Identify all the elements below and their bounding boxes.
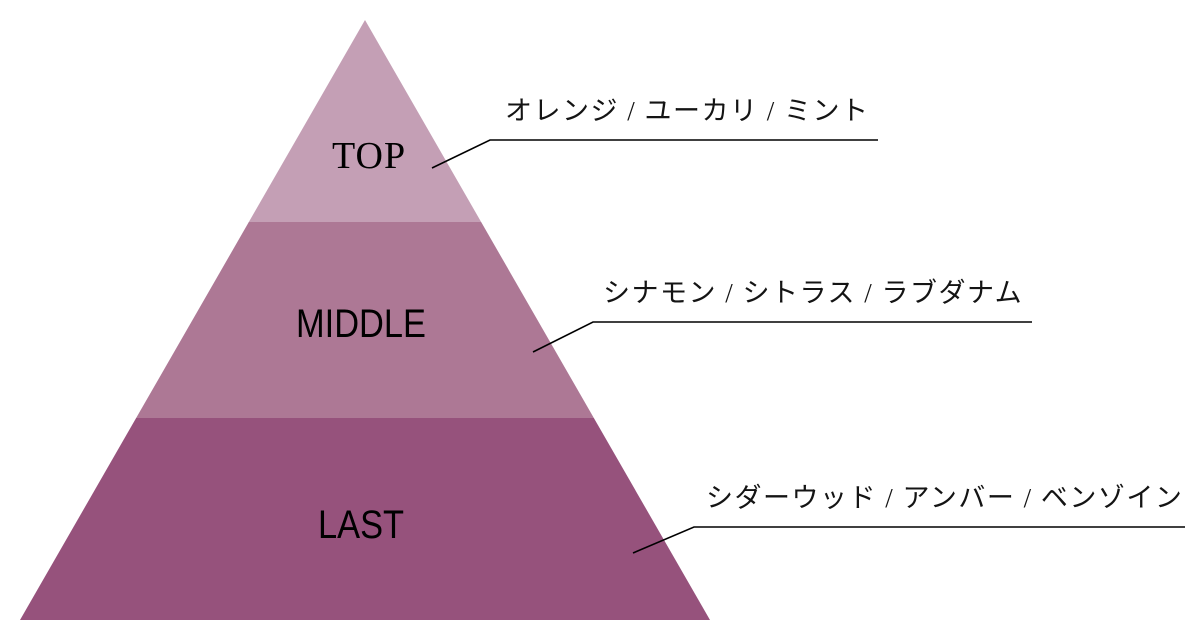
leader-line-top: [431, 139, 878, 169]
pyramid-band-top: [20, 20, 710, 222]
leader-line-last: [632, 526, 1185, 554]
pyramid-band-middle: [20, 222, 710, 418]
leader-lines: [431, 139, 1185, 554]
pyramid-band-last: [20, 418, 710, 620]
leader-line-middle: [532, 321, 1032, 353]
